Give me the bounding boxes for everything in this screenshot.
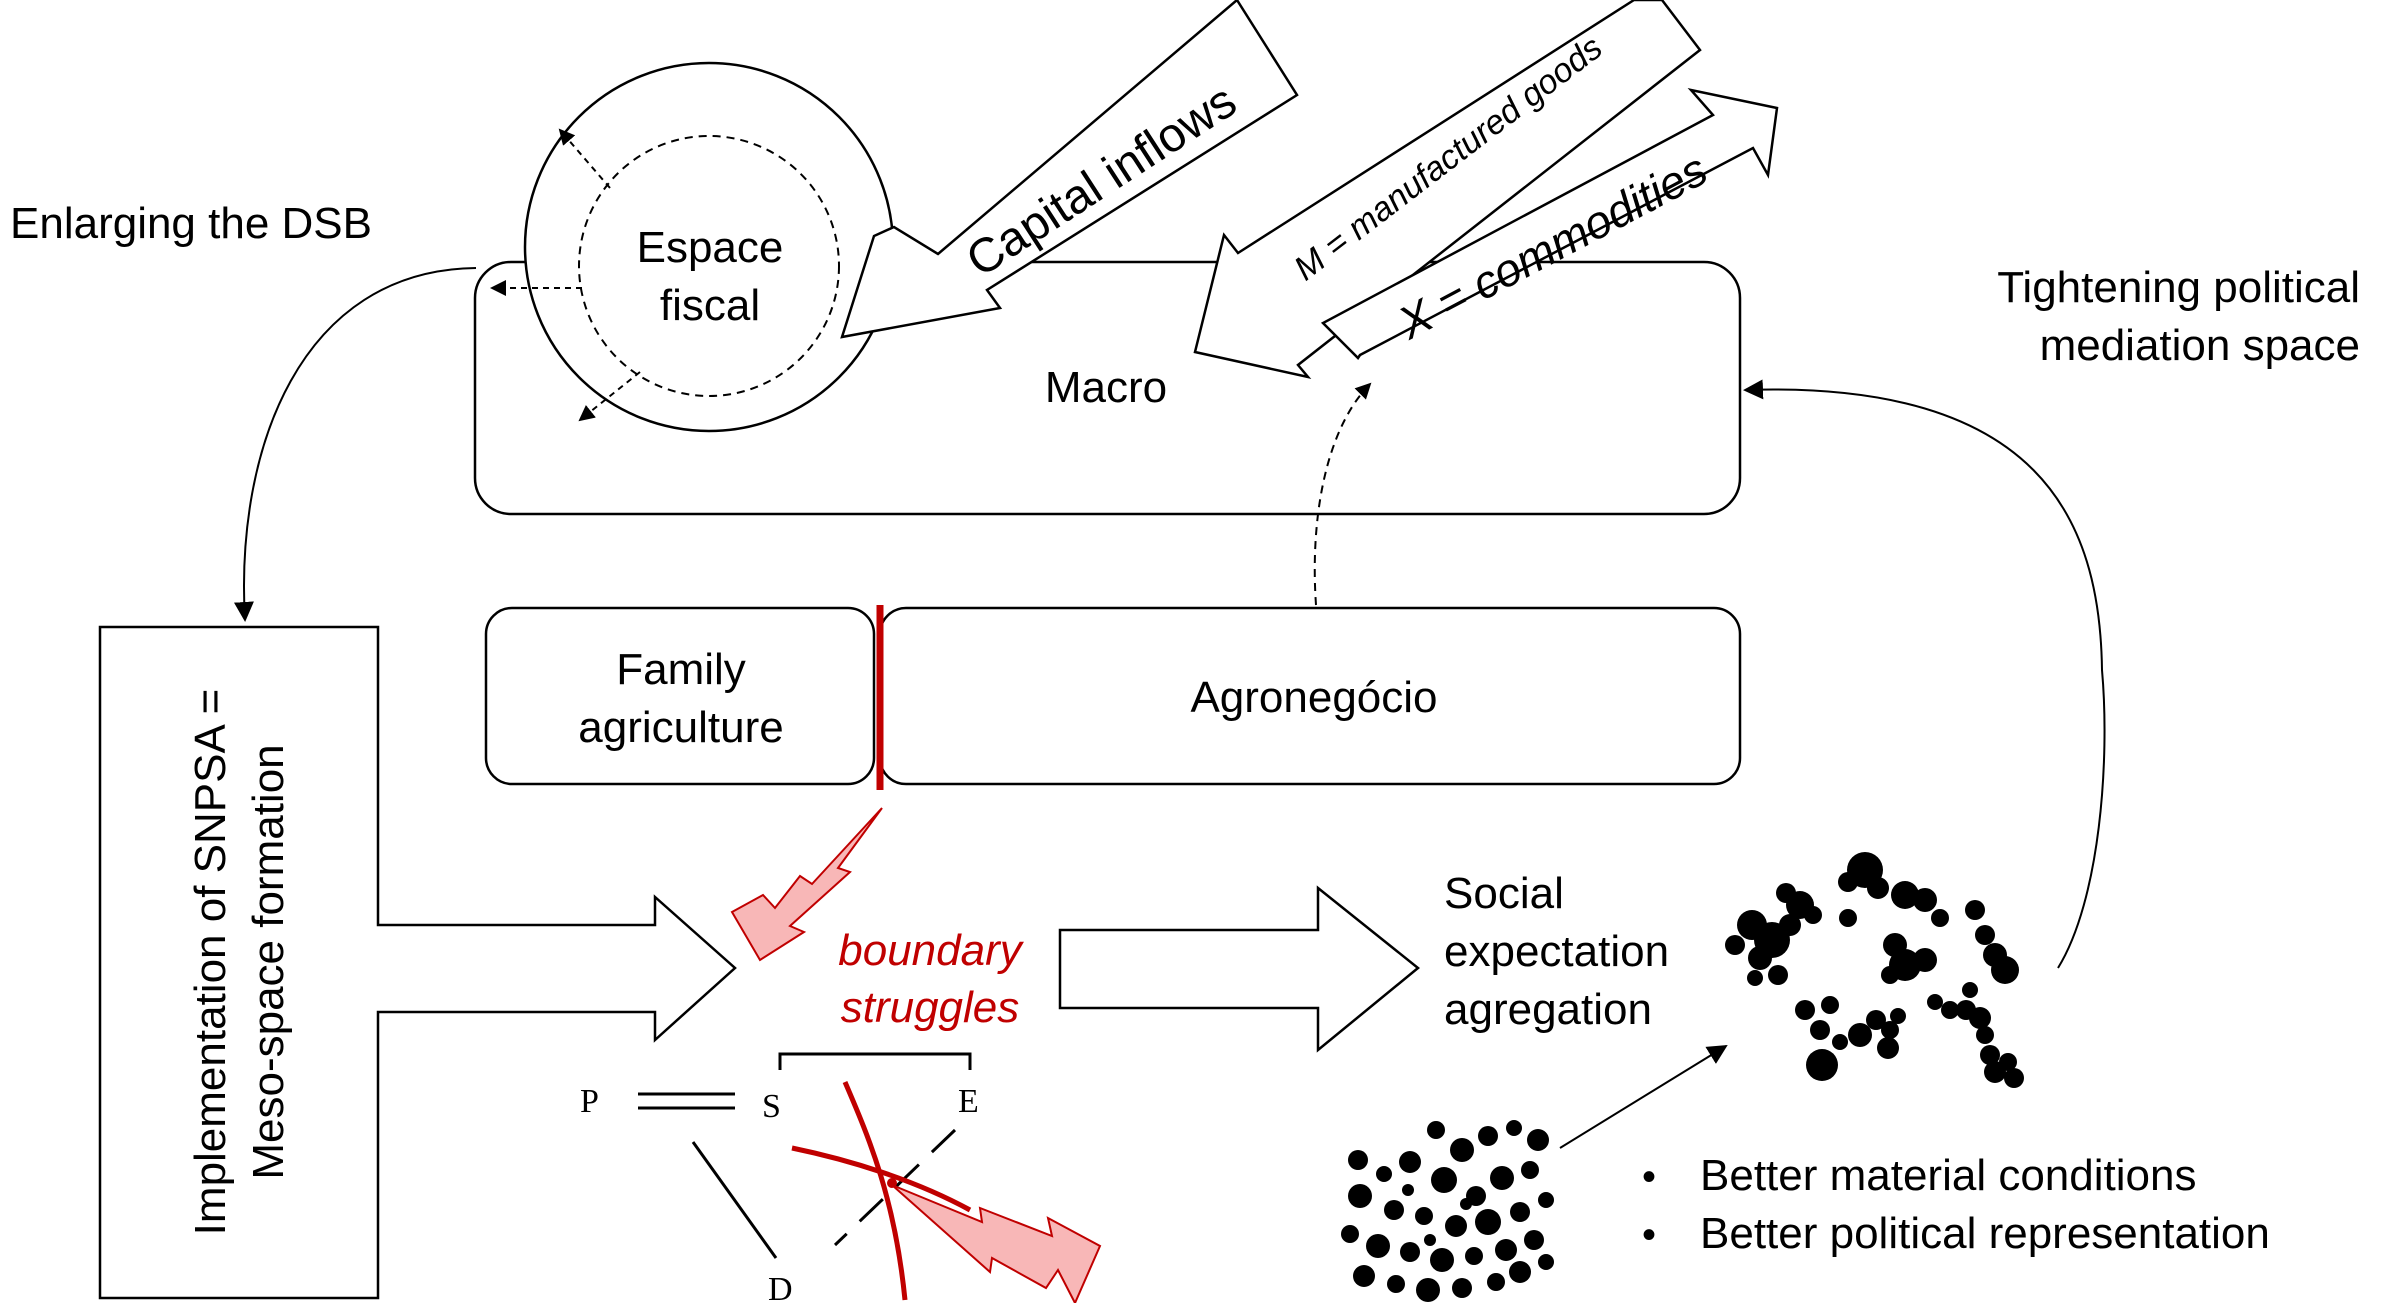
enlarging-dsb-label: Enlarging the DSB (10, 199, 372, 248)
imports-arrow: M = manufactured goods (1193, 0, 1702, 380)
label-d: D (768, 1271, 793, 1303)
social-line2: expectation (1444, 927, 1669, 976)
pse-diagram: P S E D (580, 1052, 979, 1303)
tightening-line1: Tightening political (1997, 263, 2360, 312)
family-agriculture-line1: Family (616, 645, 746, 694)
bullet1-text: Better material conditions (1700, 1151, 2196, 1200)
espace-fiscal-line2: fiscal (660, 281, 760, 330)
snpsa-line1: Implementation of SNPSA = (186, 689, 235, 1236)
agronegocio-label: Agronegócio (1190, 673, 1437, 722)
aggregation-arrow (1559, 1044, 1728, 1149)
upper-lightning-icon (730, 807, 883, 962)
bullet1-icon: • (1642, 1155, 1656, 1199)
red-curve-left (842, 1081, 908, 1301)
snpsa-line2: Meso-space formation (244, 744, 293, 1179)
s-e-bracket (778, 1052, 972, 1070)
espace-fiscal-inner-circle (578, 135, 840, 397)
bullet2-icon: • (1642, 1213, 1656, 1257)
aggregated-dots-cluster (1725, 852, 2024, 1088)
expansion-arrow-down (578, 371, 641, 422)
expansion-arrow-up (558, 128, 611, 189)
p-d-line (691, 1141, 778, 1259)
agro-to-exports-dashed-arrow (1313, 382, 1372, 606)
lower-lightning-icon (891, 1184, 1102, 1303)
bullet2-text: Better political representation (1700, 1209, 2270, 1258)
social-line1: Social (1444, 869, 1564, 918)
red-curve-right (791, 1145, 972, 1213)
dashed-cross-line (833, 1128, 957, 1247)
boundary-struggles-line1: boundary (838, 926, 1024, 975)
capital-inflows-label: Capital inflows (957, 75, 1245, 288)
enlarging-curve-arrow (233, 267, 477, 622)
label-e: E (958, 1083, 979, 1120)
social-line3: agregation (1444, 985, 1652, 1034)
boundary-struggles-line2: struggles (841, 983, 1020, 1032)
to-social-block-arrow (1058, 885, 1420, 1053)
snpsa-block-arrow: Implementation of SNPSA = Meso-space for… (98, 625, 737, 1300)
espace-fiscal-line1: Espace (637, 223, 784, 272)
tightening-curve-arrow (1743, 379, 2106, 969)
macro-box (473, 260, 1742, 516)
dispersed-dots-cluster (1341, 1120, 1554, 1302)
macro-label: Macro (1045, 363, 1167, 412)
family-agriculture-box (484, 606, 876, 786)
label-p: P (580, 1083, 599, 1120)
family-agriculture-line2: agriculture (578, 703, 783, 752)
label-s: S (762, 1088, 781, 1125)
espace-fiscal-group: Espace fiscal (490, 61, 895, 433)
tightening-line2: mediation space (2040, 321, 2360, 370)
